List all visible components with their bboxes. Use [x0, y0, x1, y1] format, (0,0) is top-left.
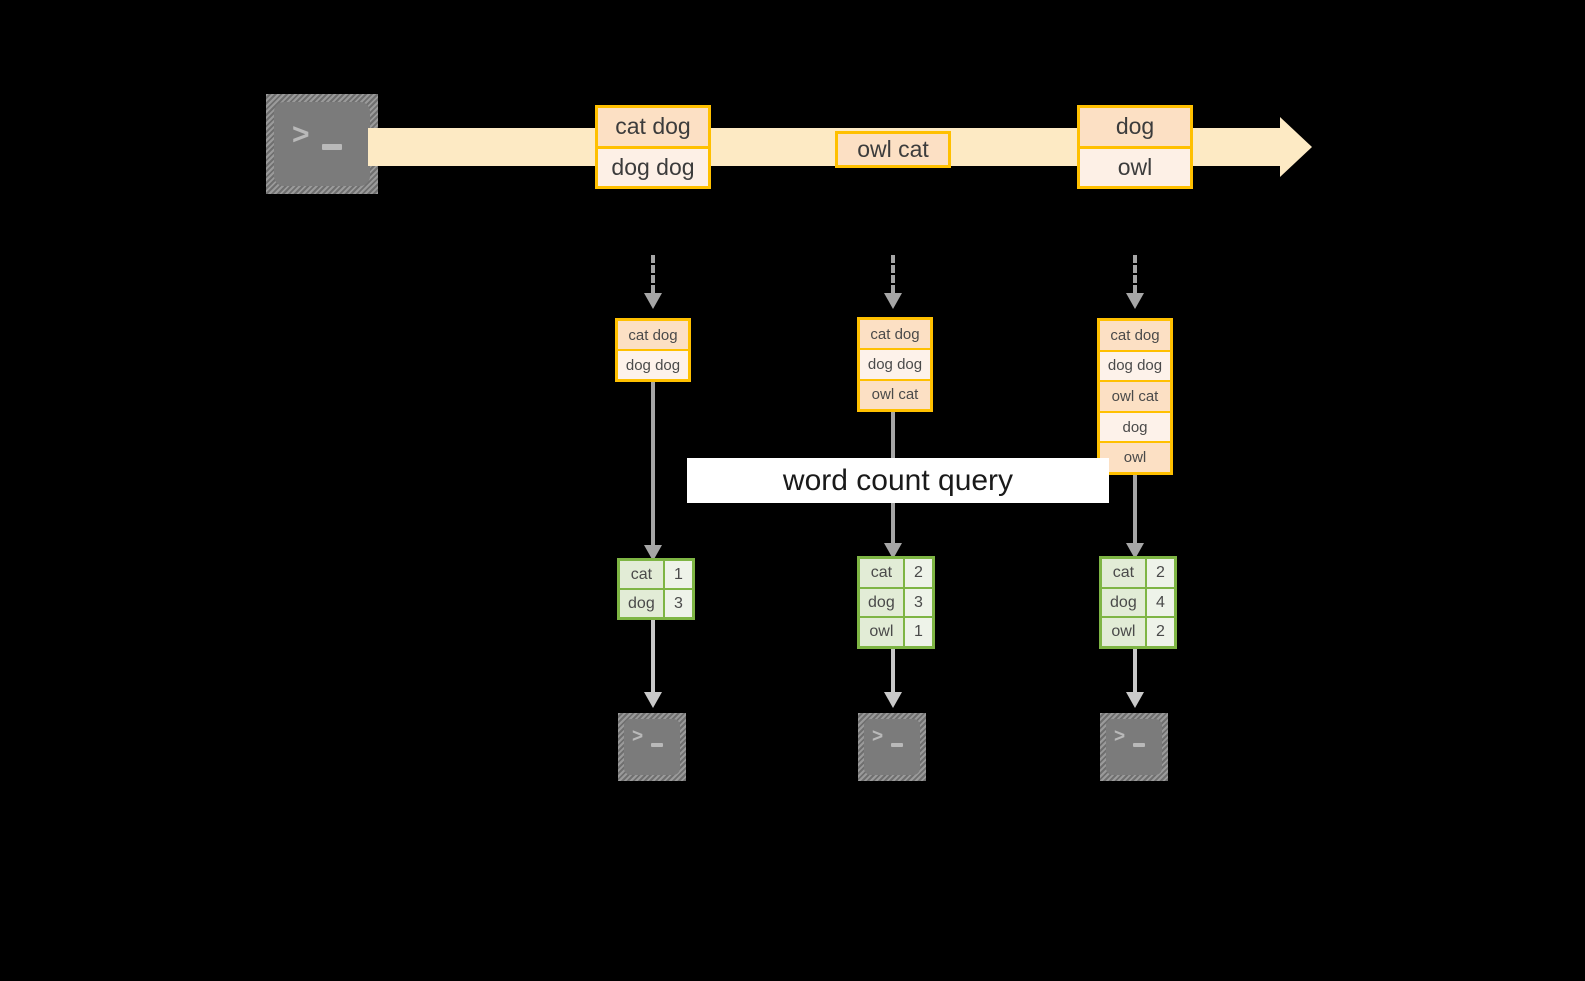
terminal-prompt-icon: > — [872, 726, 884, 747]
terminal-cursor-icon — [322, 144, 342, 150]
terminal-cursor-icon — [651, 743, 663, 747]
snapshot-row: dog dog — [860, 348, 930, 379]
terminal-prompt-icon: > — [1114, 726, 1126, 747]
terminal-screen: > — [864, 719, 920, 775]
table-row: cat 2 — [1102, 559, 1174, 587]
table-row: dog 3 — [620, 588, 692, 617]
snapshot-feed-line — [891, 255, 895, 293]
stream-record[interactable]: owl cat — [835, 131, 951, 168]
result-count: 3 — [662, 590, 692, 617]
result-word: cat — [1102, 559, 1145, 587]
terminal-prompt-icon: > — [632, 726, 644, 747]
result-count: 2 — [1144, 618, 1174, 647]
table-row: owl 1 — [860, 616, 932, 647]
result-word: dog — [1102, 588, 1145, 617]
snapshot-row: dog dog — [1100, 349, 1170, 381]
snapshot-row: owl — [1100, 441, 1170, 472]
result-word: dog — [620, 590, 663, 617]
sink-line — [891, 649, 895, 692]
record-line: dog dog — [598, 145, 708, 186]
query-line — [651, 382, 655, 545]
snapshot-row: dog dog — [618, 349, 688, 379]
snapshot-row: owl cat — [860, 378, 930, 409]
snapshot-row: cat dog — [860, 320, 930, 349]
stream-record[interactable]: dog owl — [1077, 105, 1193, 189]
snapshot-row: dog — [1100, 410, 1170, 442]
result-count: 3 — [902, 588, 932, 617]
table-row: cat 1 — [620, 561, 692, 588]
query-label-band: word count query — [687, 458, 1109, 503]
snapshot-table[interactable]: cat dog dog dog owl cat dog owl — [1097, 318, 1173, 475]
table-row: cat 2 — [860, 559, 932, 587]
terminal-cursor-icon — [891, 743, 903, 747]
result-count: 2 — [902, 559, 932, 587]
result-table[interactable]: cat 2 dog 4 owl 2 — [1099, 556, 1177, 649]
timeline-arrow-head — [1280, 117, 1312, 177]
sink-terminal: > — [858, 713, 926, 781]
snapshot-feed-arrowhead — [884, 293, 902, 309]
terminal-screen: > — [624, 719, 680, 775]
terminal-screen: > — [274, 102, 370, 186]
record-line: owl — [1080, 145, 1190, 186]
sink-arrowhead — [644, 692, 662, 708]
result-table[interactable]: cat 2 dog 3 owl 1 — [857, 556, 935, 649]
table-row: dog 4 — [1102, 586, 1174, 617]
snapshot-feed-arrowhead — [644, 293, 662, 309]
sink-line — [651, 620, 655, 692]
result-count: 1 — [662, 561, 692, 588]
terminal-prompt-icon: > — [292, 118, 310, 151]
record-line: owl cat — [838, 134, 948, 165]
result-count: 1 — [902, 618, 932, 647]
result-word: cat — [860, 559, 903, 587]
stream-record[interactable]: cat dog dog dog — [595, 105, 711, 189]
snapshot-row: cat dog — [618, 321, 688, 349]
record-line: cat dog — [598, 108, 708, 146]
sink-arrowhead — [1126, 692, 1144, 708]
table-row: owl 2 — [1102, 616, 1174, 647]
result-count: 4 — [1144, 588, 1174, 617]
source-terminal: > — [266, 94, 378, 194]
result-word: dog — [860, 588, 903, 617]
sink-line — [1133, 649, 1137, 692]
result-table[interactable]: cat 1 dog 3 — [617, 558, 695, 620]
sink-arrowhead — [884, 692, 902, 708]
record-line: dog — [1080, 108, 1190, 146]
result-word: owl — [860, 618, 903, 647]
result-count: 2 — [1144, 559, 1174, 587]
snapshot-row: owl cat — [1100, 380, 1170, 411]
query-arrowhead — [1126, 543, 1144, 559]
sink-terminal: > — [618, 713, 686, 781]
result-word: owl — [1102, 618, 1145, 647]
query-arrowhead — [884, 543, 902, 559]
table-row: dog 3 — [860, 586, 932, 617]
snapshot-row: cat dog — [1100, 321, 1170, 350]
query-line — [1133, 475, 1137, 543]
terminal-screen: > — [1106, 719, 1162, 775]
sink-terminal: > — [1100, 713, 1168, 781]
query-arrowhead — [644, 545, 662, 561]
snapshot-table[interactable]: cat dog dog dog — [615, 318, 691, 382]
snapshot-feed-line — [651, 255, 655, 293]
query-label: word count query — [782, 463, 1014, 497]
snapshot-feed-line — [1133, 255, 1137, 293]
snapshot-feed-arrowhead — [1126, 293, 1144, 309]
terminal-cursor-icon — [1133, 743, 1145, 747]
snapshot-table[interactable]: cat dog dog dog owl cat — [857, 317, 933, 412]
result-word: cat — [620, 561, 663, 588]
